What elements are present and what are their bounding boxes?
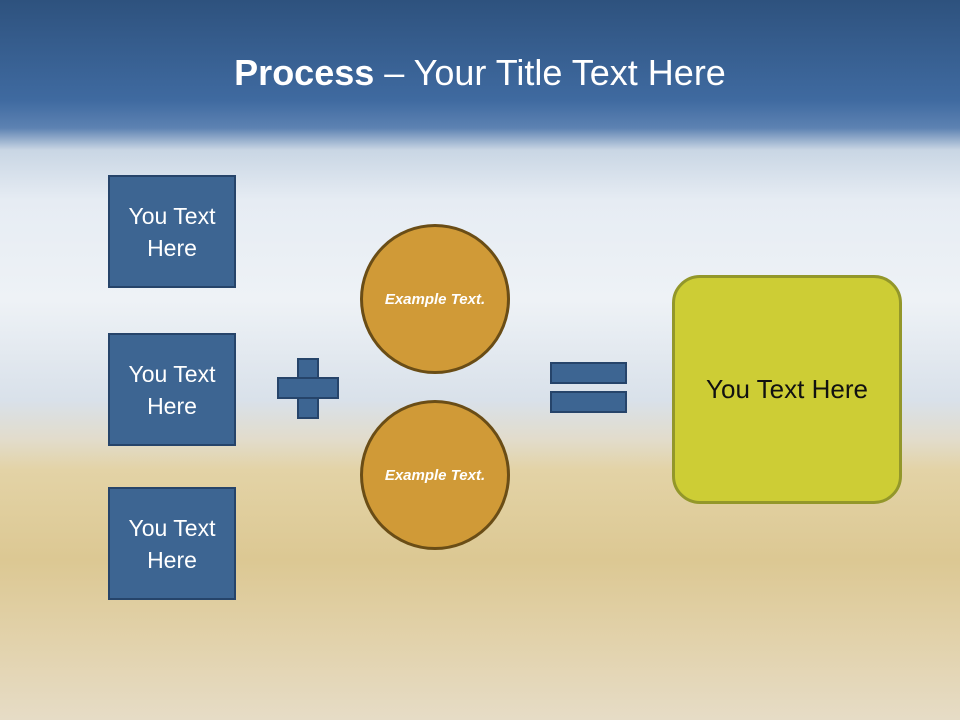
slide-title: Process – Your Title Text Here <box>0 52 960 94</box>
input-box-3: You Text Here <box>108 487 236 600</box>
example-circle-1: Example Text. <box>360 224 510 374</box>
equals-bottom-bar <box>550 391 627 413</box>
input-box-1: You Text Here <box>108 175 236 288</box>
plus-center <box>299 379 317 397</box>
result-box: You Text Here <box>672 275 902 504</box>
input-box-2: You Text Here <box>108 333 236 446</box>
equals-top-bar <box>550 362 627 384</box>
title-rest: – Your Title Text Here <box>374 52 726 93</box>
title-bold: Process <box>234 52 375 93</box>
example-circle-2: Example Text. <box>360 400 510 550</box>
